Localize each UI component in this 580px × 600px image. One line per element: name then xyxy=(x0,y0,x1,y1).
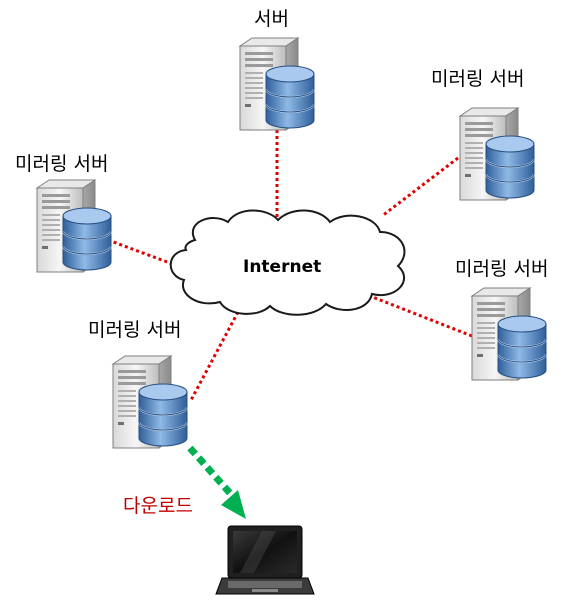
mirror-server-right-icon xyxy=(471,287,547,381)
link-mirror-left xyxy=(107,238,179,268)
connection-lines xyxy=(107,130,473,403)
server-icon xyxy=(239,37,315,131)
download-arrow-icon xyxy=(187,445,246,519)
server-label: 서버 xyxy=(254,8,289,30)
download-label: 다운로드 xyxy=(123,495,193,517)
mirror-top-right-label: 미러링 서버 xyxy=(431,68,524,90)
internet-label: Internet xyxy=(243,257,321,277)
link-mirror-bottom-left xyxy=(188,311,240,403)
laptop-icon xyxy=(215,525,315,595)
mirror-bottom-left-label: 미러링 서버 xyxy=(88,319,181,341)
internet-cloud-icon xyxy=(169,209,406,316)
mirror-left-label: 미러링 서버 xyxy=(15,153,108,175)
mirror-server-bottom-left-icon xyxy=(112,355,188,449)
mirror-server-left-icon xyxy=(36,179,112,273)
link-mirror-right xyxy=(369,294,473,338)
mirror-server-top-right-icon xyxy=(459,107,535,201)
mirror-right-label: 미러링 서버 xyxy=(455,258,548,280)
link-mirror-top-right xyxy=(381,156,459,218)
